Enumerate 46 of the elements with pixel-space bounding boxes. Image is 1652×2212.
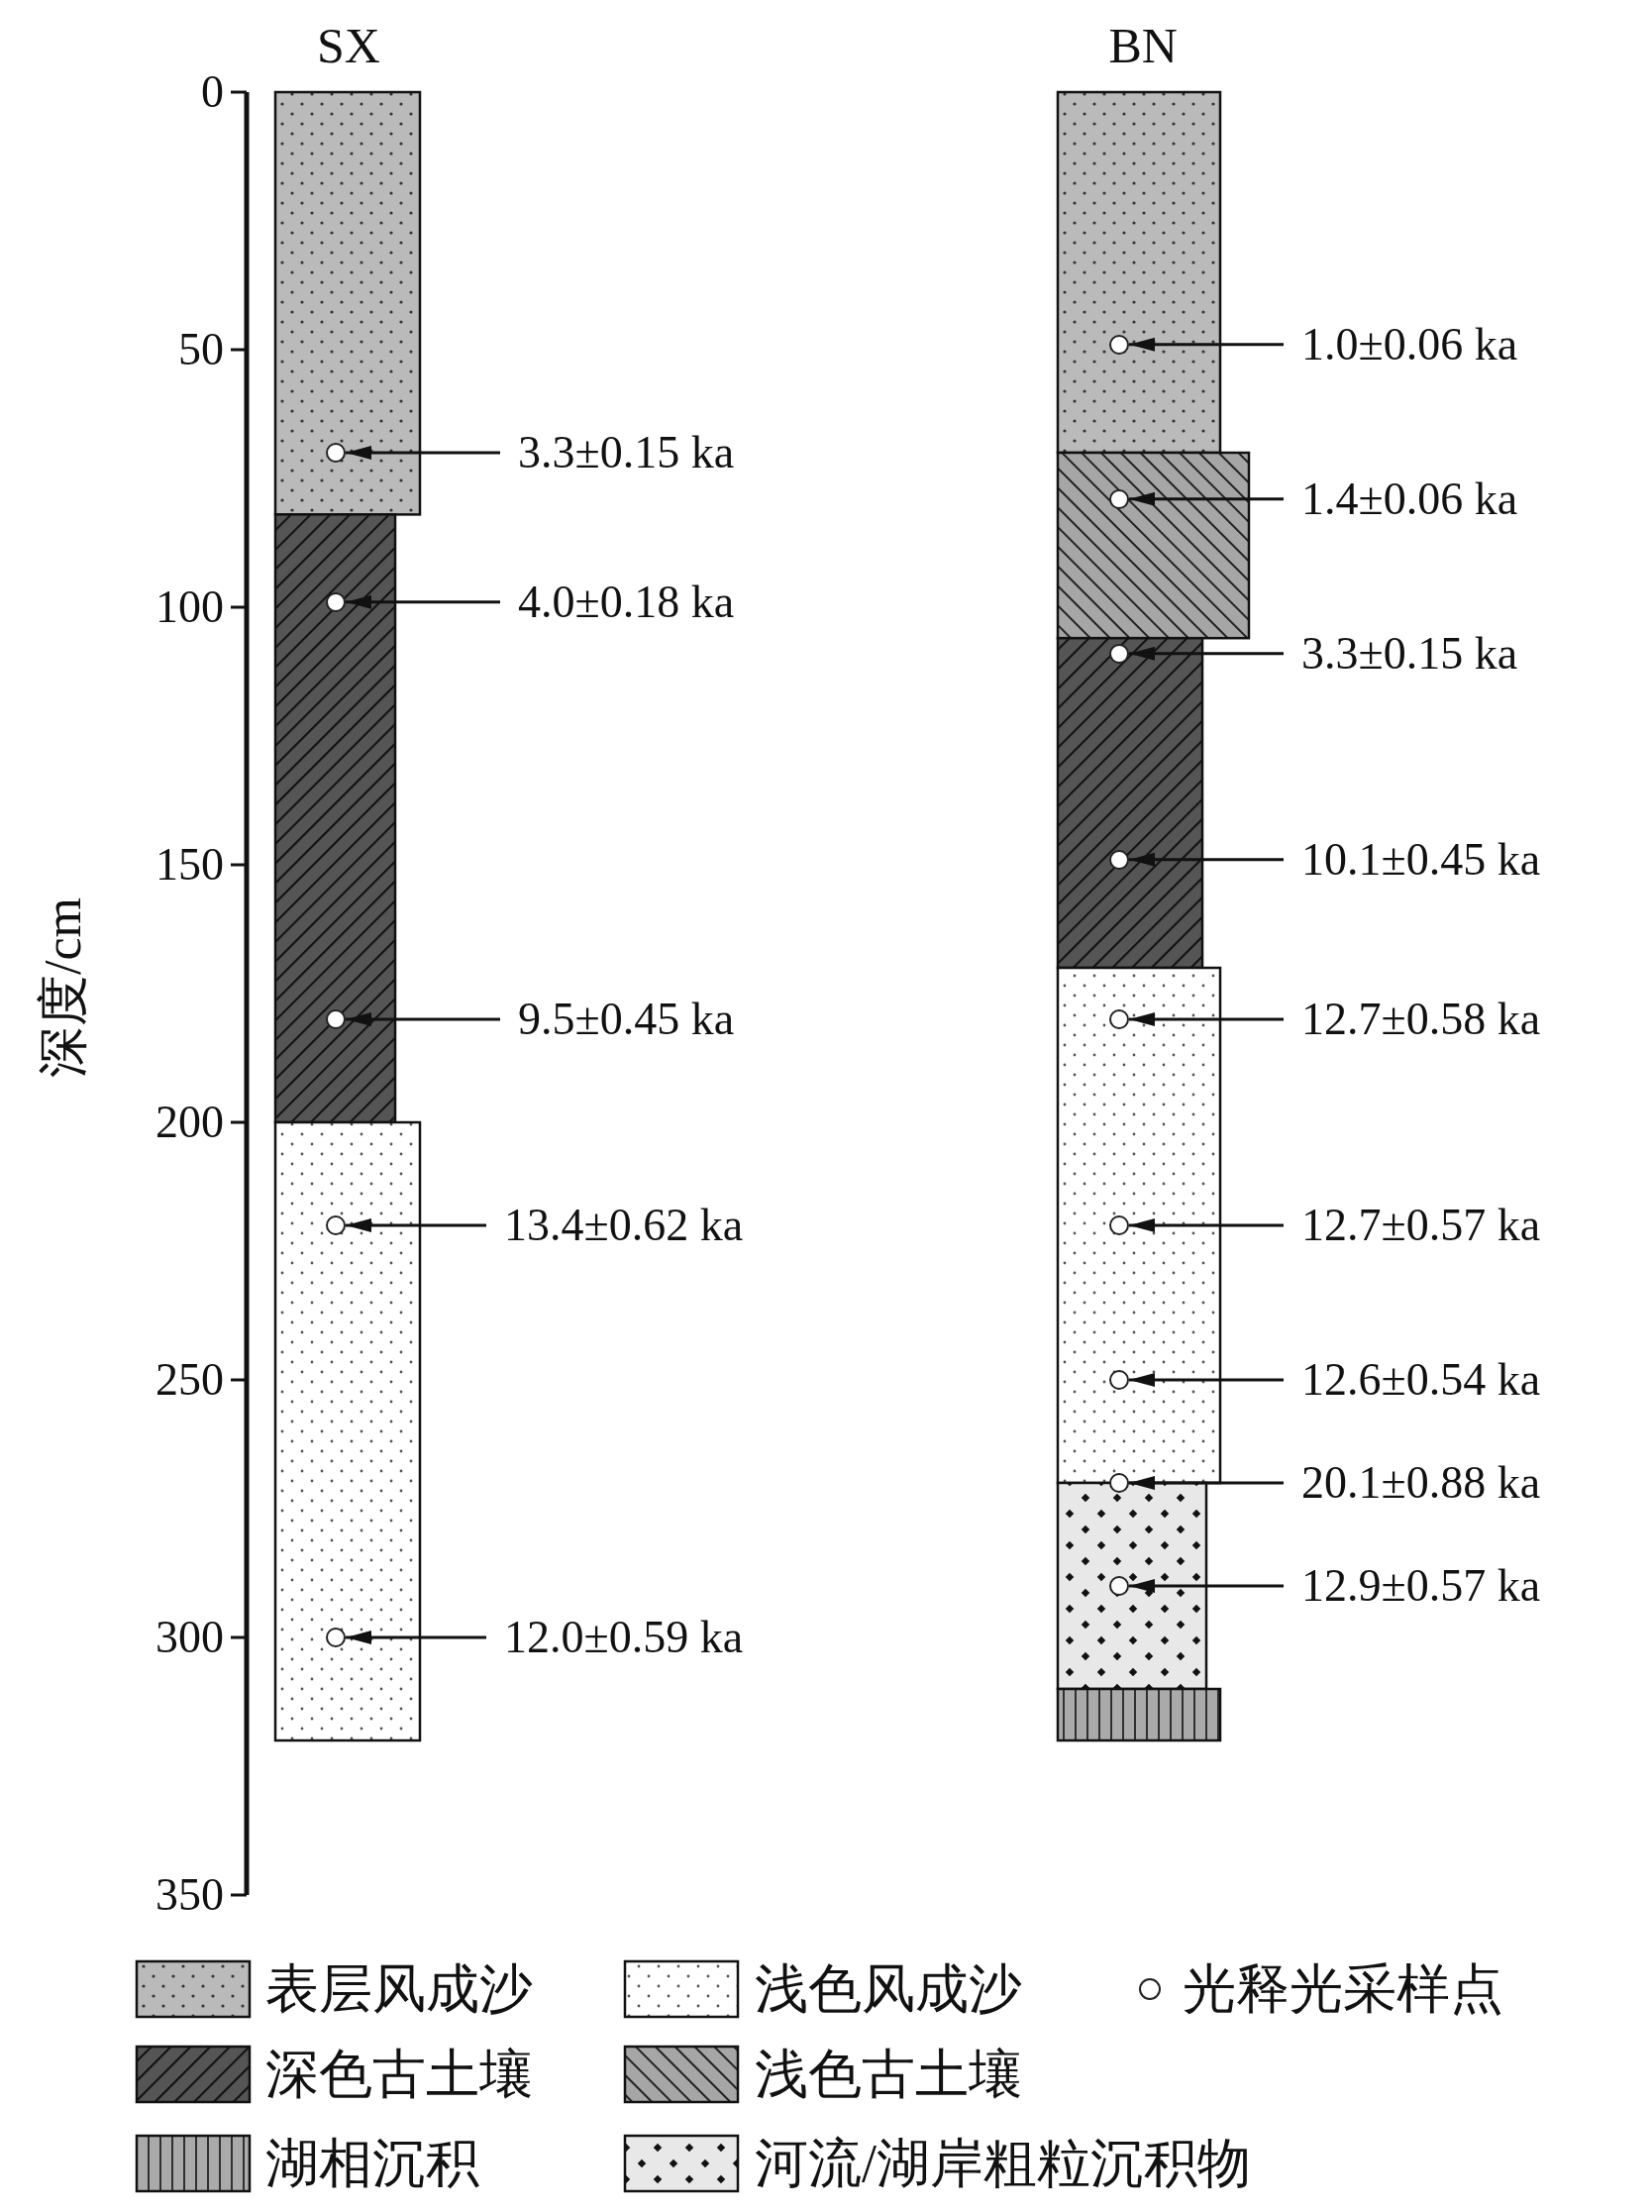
arrow <box>1129 646 1284 661</box>
legend-text: 河流/湖岸粗粒沉积物 <box>755 2133 1251 2195</box>
age-label: 12.6±0.54 ka <box>1284 1352 1541 1408</box>
legend-text: 浅色古土壤 <box>755 2044 1022 2106</box>
tick-label: 150 <box>155 838 224 892</box>
tick-label: 50 <box>177 323 224 376</box>
age-label: 1.4±0.06 ka <box>1284 471 1518 527</box>
age-label: 3.3±0.15 ka <box>1284 625 1518 682</box>
arrow <box>346 594 500 609</box>
arrow <box>1129 1218 1284 1232</box>
tick-label: 200 <box>155 1096 224 1149</box>
age-label: 12.9±0.57 ka <box>1284 1558 1541 1614</box>
age-label: 1.0±0.06 ka <box>1284 316 1518 372</box>
column-title: BN <box>1108 17 1178 75</box>
legend-text: 表层风成沙 <box>265 1958 533 2021</box>
legend-text: 光释光采样点 <box>1183 1958 1503 2021</box>
age-label: 20.1±0.88 ka <box>1284 1455 1541 1511</box>
tick-label: 100 <box>155 580 224 634</box>
arrow <box>346 1631 486 1644</box>
arrow <box>346 1218 486 1232</box>
age-label: 3.3±0.15 ka <box>500 425 735 480</box>
legend-text: 浅色风成沙 <box>755 1958 1022 2021</box>
legend-text: 深色古土壤 <box>265 2044 533 2106</box>
arrow <box>1129 1579 1284 1593</box>
axis-title: 深度/cm <box>34 897 92 1078</box>
arrow <box>1129 1476 1284 1490</box>
age-label: 12.7±0.58 ka <box>1284 992 1541 1047</box>
tick-label: 350 <box>155 1868 224 1922</box>
legend-text: 湖相沉积 <box>265 2133 479 2195</box>
tick-label: 250 <box>155 1353 224 1407</box>
arrow <box>1129 491 1284 506</box>
arrow <box>1129 337 1284 352</box>
age-label: 9.5±0.45 ka <box>500 992 735 1047</box>
age-label: 12.7±0.57 ka <box>1284 1198 1541 1253</box>
arrow <box>1129 1373 1284 1387</box>
arrow <box>1129 852 1284 867</box>
arrow <box>1129 1012 1284 1026</box>
tick-label: 0 <box>200 65 224 119</box>
arrow <box>346 1012 500 1026</box>
column-title: SX <box>317 17 380 75</box>
tick-label: 300 <box>155 1611 224 1664</box>
age-label: 13.4±0.62 ka <box>486 1198 744 1253</box>
age-label: 12.0±0.59 ka <box>486 1610 744 1665</box>
arrow <box>346 446 500 460</box>
age-label: 4.0±0.18 ka <box>500 574 735 630</box>
age-label: 10.1±0.45 ka <box>1284 831 1541 888</box>
